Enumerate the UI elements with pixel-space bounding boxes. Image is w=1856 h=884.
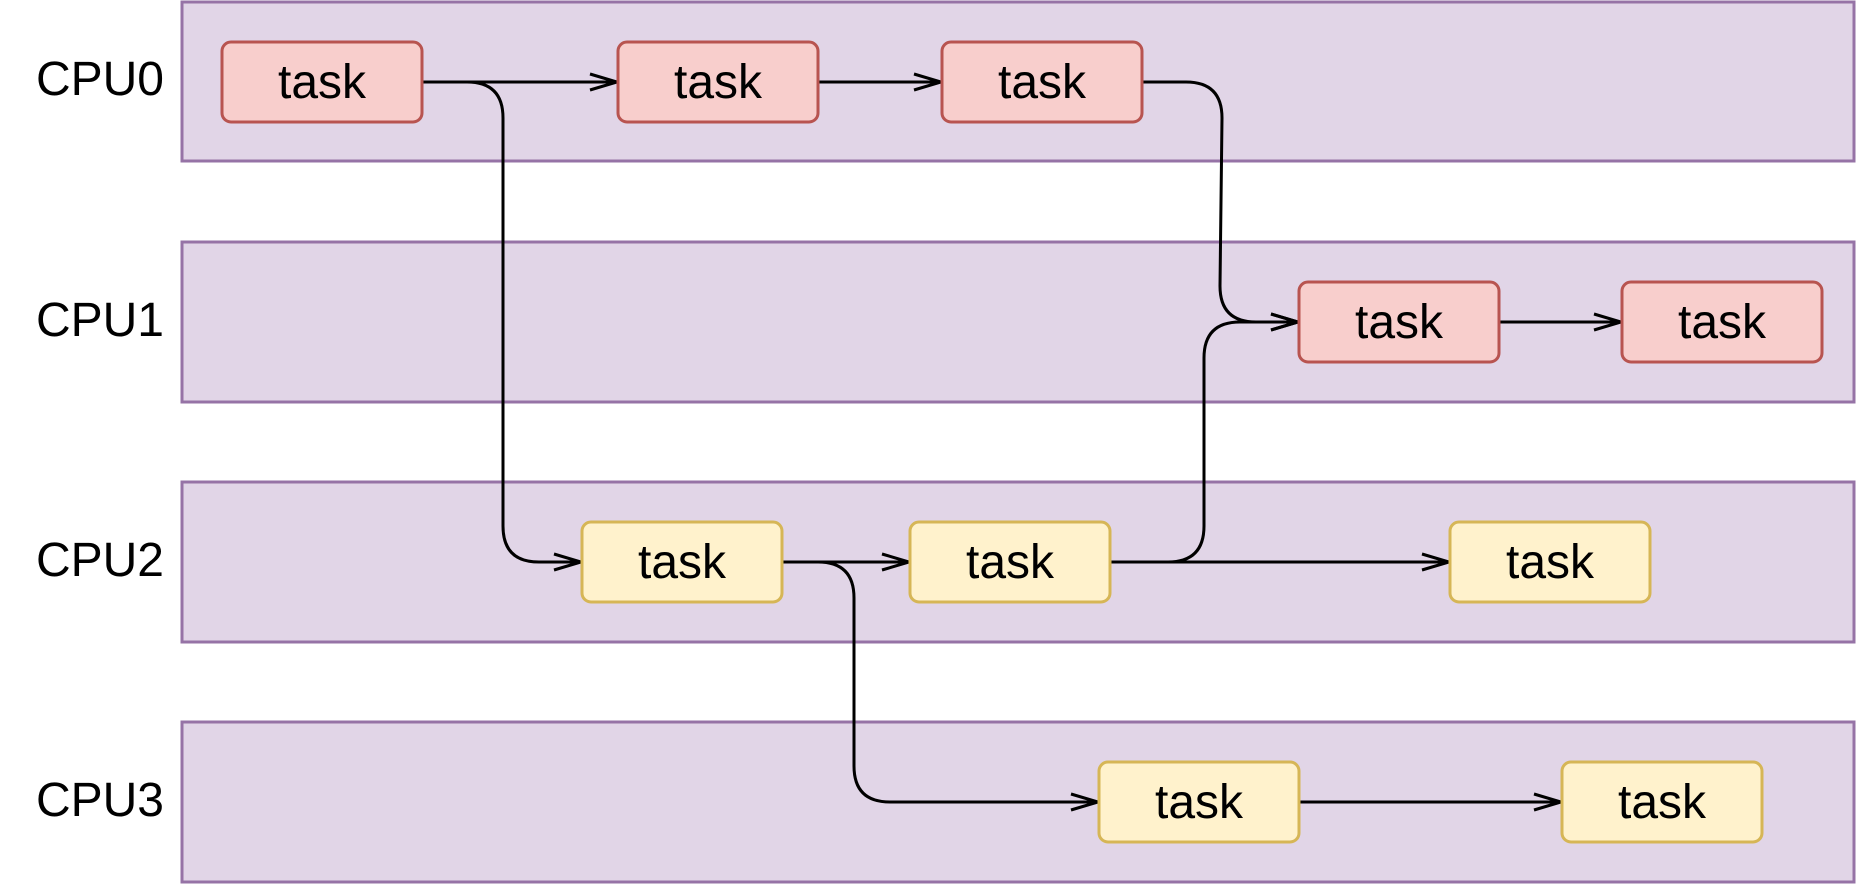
task-t0a-label: task xyxy=(278,56,367,109)
edge-t0a-t2a xyxy=(423,80,581,562)
lane-cpu2-label: CPU2 xyxy=(36,534,164,587)
task-t1a-label: task xyxy=(1355,296,1444,349)
task-t3a-label: task xyxy=(1155,776,1244,829)
task-t0a[interactable]: task xyxy=(220,40,424,124)
edge-t2b-t1a xyxy=(1110,322,1298,564)
lane-cpu0-label: CPU0 xyxy=(36,53,164,106)
task-t2b-box[interactable] xyxy=(908,520,1112,604)
task-t3b[interactable]: task xyxy=(1560,760,1764,844)
task-t2c-label: task xyxy=(1506,536,1595,589)
swimlanes: CPU0 CPU1 CPU2 CPU3 xyxy=(36,0,1856,884)
task-t1b-label: task xyxy=(1678,296,1767,349)
task-t1b-box[interactable] xyxy=(1620,280,1824,364)
task-t2c[interactable]: task xyxy=(1448,520,1652,604)
task-t1b[interactable]: task xyxy=(1620,280,1824,364)
task-t2c-box[interactable] xyxy=(1448,520,1652,604)
task-t1a-box[interactable] xyxy=(1297,280,1501,364)
task-t3a-box[interactable] xyxy=(1097,760,1301,844)
lane-cpu1-label: CPU1 xyxy=(36,294,164,347)
task-t2a-label: task xyxy=(638,536,727,589)
task-t2a-box[interactable] xyxy=(580,520,784,604)
task-t3b-box[interactable] xyxy=(1560,760,1764,844)
task-t3a[interactable]: task xyxy=(1097,760,1301,844)
task-t3b-label: task xyxy=(1618,776,1707,829)
task-t0a-box[interactable] xyxy=(220,40,424,124)
task-t0b-label: task xyxy=(674,56,763,109)
edges xyxy=(423,82,1621,802)
task-t2b-label: task xyxy=(966,536,1055,589)
task-t0c-label: task xyxy=(998,56,1087,109)
task-t0b-box[interactable] xyxy=(616,40,820,124)
task-t1a[interactable]: task xyxy=(1297,280,1501,364)
lane-cpu3-label: CPU3 xyxy=(36,774,164,827)
task-t0b[interactable]: task xyxy=(616,40,820,124)
task-t2a[interactable]: task xyxy=(580,520,784,604)
task-t0c[interactable]: task xyxy=(940,40,1144,124)
task-t0c-box[interactable] xyxy=(940,40,1144,124)
edge-t0c-t1a xyxy=(1142,80,1298,322)
tasks: task task task task task task task task xyxy=(220,40,1824,844)
edge-t2a-t3a xyxy=(782,560,1098,802)
task-t2b[interactable]: task xyxy=(908,520,1112,604)
